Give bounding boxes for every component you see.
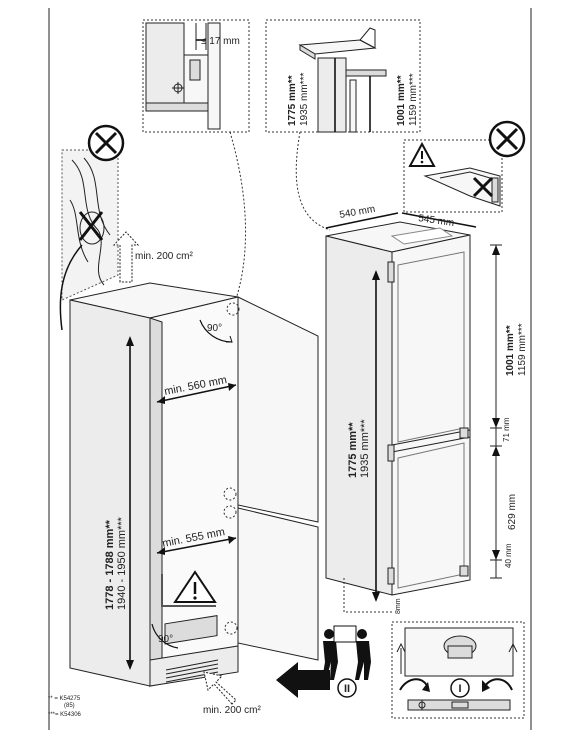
top-height-main-label: 1775 mm**: [287, 75, 298, 126]
fridge-upper-alt-label: 1159 mm***: [517, 323, 528, 376]
leveling-foot-icon: [396, 642, 518, 692]
top-height-alt-label: 1935 mm***: [299, 73, 310, 126]
angle-top-label: 90°: [207, 323, 222, 334]
leader-arrow-wood: [59, 244, 83, 331]
leader-curve-top-left: [229, 131, 246, 306]
vent-top-label: min. 200 cm²: [135, 251, 193, 262]
detail-box-leveling: [391, 621, 525, 719]
fridge-depth-label: 545 mm: [418, 213, 455, 229]
fridge-height-dimension: [372, 270, 380, 602]
arrow-icon: [276, 662, 330, 698]
cabinet-height-alt-label: 1940 - 1950 mm***: [116, 516, 128, 610]
hinge-marker-mid-lower: [223, 505, 237, 519]
vent-top-arrow-icon: [112, 231, 140, 283]
width-dimension-upper: [156, 383, 237, 404]
step-two-label: II: [344, 683, 350, 695]
step-one-label: I: [458, 683, 461, 695]
cabinet-height-dimension: [126, 336, 134, 670]
detail-box-top-warning: [403, 139, 503, 213]
leader-curve-top-right: [295, 131, 331, 231]
fridge-upper-main-label: 1001 mm**: [505, 325, 516, 376]
vent-bottom-arrow-icon: [203, 671, 237, 705]
fridge-body: [325, 221, 471, 596]
prohibited-icon-top-right: [488, 120, 526, 158]
top-upper-alt-label: 1159 mm***: [408, 73, 419, 126]
gap-17mm-label: ≤ 17 mm: [201, 36, 240, 47]
cabinet-lower-door: [237, 507, 319, 661]
legend-line-3: ***= K54306: [48, 712, 82, 718]
prohibited-icon: [87, 124, 125, 162]
step-two-badge: II: [337, 678, 357, 698]
fridge-base-label: 40 mm: [504, 543, 513, 568]
cabinet-housing: [69, 282, 239, 688]
leader-line-bottom: [343, 578, 392, 613]
fridge-gap-label: 71 mm: [502, 417, 511, 442]
top-upper-main-label: 1001 mm**: [396, 75, 407, 126]
cabinet-upper-door: [237, 296, 319, 523]
angle-bottom-label: 90°: [158, 634, 173, 645]
warning-icon-top: [408, 141, 436, 167]
detail-box-hinge-gap: ≤ 17 mm: [142, 19, 250, 133]
width-dimension-lower: [156, 536, 237, 555]
step-one-badge: I: [450, 678, 470, 698]
legend-line-2: (85): [64, 703, 75, 709]
fridge-foot-label: 8mm: [395, 598, 402, 614]
hinge-marker-bottom: [224, 621, 238, 635]
legend-line-1: ** = K54275: [48, 696, 81, 702]
fridge-height-alt-label: 1935 mm***: [359, 419, 371, 478]
fridge-right-dimensions: [490, 244, 502, 579]
fridge-depth-dimension: [401, 212, 477, 228]
hinge-marker-top: [226, 302, 240, 316]
hinge-marker-mid-upper: [223, 487, 237, 501]
angle-arc-bottom: [151, 623, 179, 649]
warning-icon-cabinet: [161, 570, 217, 607]
two-person-lift-icon: [322, 625, 371, 680]
fridge-lower-label: 629 mm: [507, 494, 518, 530]
cabinet-height-main-label: 1778 - 1788 mm**: [104, 519, 116, 610]
vent-bottom-label: min. 200 cm²: [203, 705, 261, 716]
fridge-height-main-label: 1775 mm**: [347, 422, 359, 478]
detail-box-heights: 1775 mm** 1935 mm*** 1001 mm** 1159 mm**…: [265, 19, 421, 133]
wood-panel-prohibited: [61, 149, 119, 301]
fridge-width-dimension: [325, 212, 399, 229]
